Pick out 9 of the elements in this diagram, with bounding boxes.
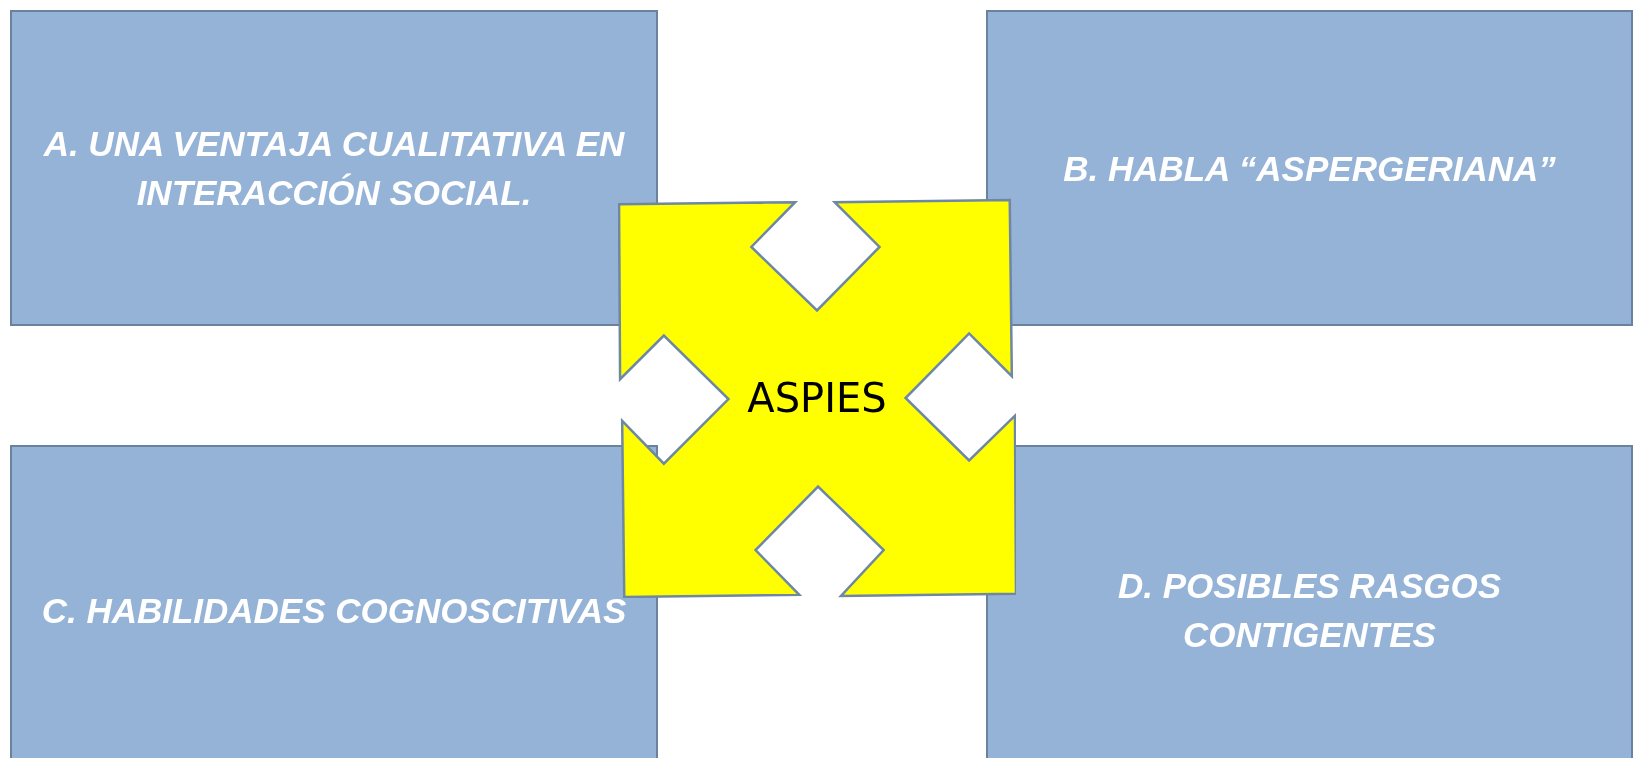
text-box <box>10 10 658 326</box>
box-label: C. HABILIDADES COGNOSCITIVAS <box>40 589 628 632</box>
box-label: A. UNA VENTAJA CUALITATIVA EN INTERACCIÓN SOCIAL. <box>42 123 626 214</box>
text-box <box>986 445 1633 758</box>
text-box <box>10 445 658 758</box>
box-label: B. HABLA “ASPERGERIANA” <box>1062 147 1557 190</box>
box-label: D. POSIBLES RASGOS CONTIGENTES <box>1116 565 1503 656</box>
text-box <box>986 10 1633 326</box>
box-label: ASPIES <box>746 375 888 421</box>
